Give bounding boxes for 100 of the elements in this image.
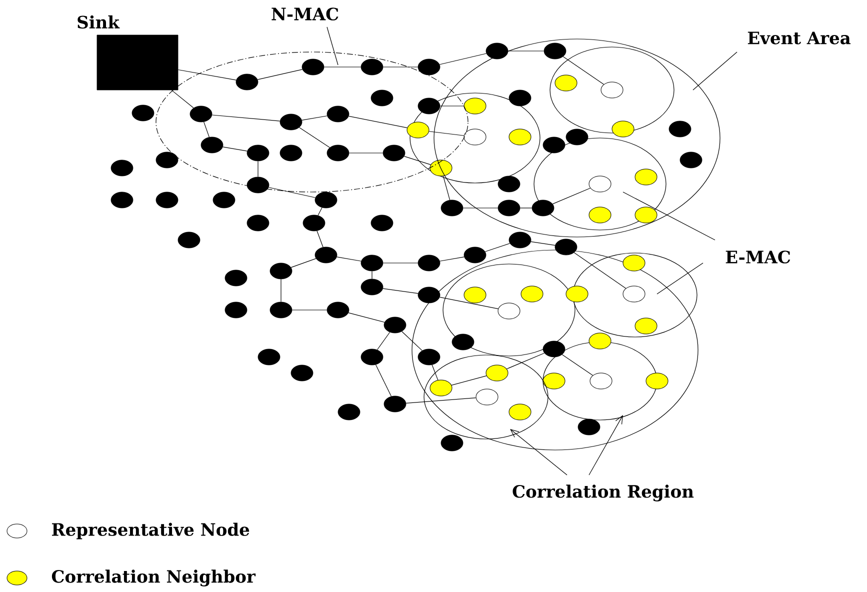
sensor-dot xyxy=(326,144,350,162)
neighbor-dot xyxy=(464,98,486,114)
sensor-dot xyxy=(302,214,326,232)
sensor-dot xyxy=(360,348,384,366)
sensor-dot xyxy=(132,104,154,122)
neighbor-dot xyxy=(508,404,532,420)
sensor-dot xyxy=(290,364,314,382)
neighbor-dot xyxy=(508,128,532,146)
sensor-dot xyxy=(542,136,566,154)
link-line xyxy=(222,146,248,152)
sensor-dot xyxy=(418,58,440,76)
sensor-dot xyxy=(360,278,384,296)
link-line xyxy=(484,243,510,252)
sensor-dot xyxy=(418,348,440,366)
link-line xyxy=(171,90,194,108)
sensor-dot xyxy=(326,302,350,318)
sensor-dot xyxy=(440,200,464,216)
link-line xyxy=(406,398,476,404)
link-line xyxy=(375,364,392,397)
sensor-dot xyxy=(498,176,520,192)
region-label: Correlation Region xyxy=(512,484,694,502)
sensor-dot xyxy=(110,160,134,176)
neighbor-dot xyxy=(588,332,612,350)
neighbor-dot xyxy=(634,168,658,186)
link-line xyxy=(268,187,316,198)
link-line xyxy=(432,364,438,380)
representative-dot xyxy=(590,372,612,390)
sensor-dot xyxy=(578,418,600,436)
link-line xyxy=(439,53,487,65)
neighbor-dot xyxy=(542,372,566,390)
sensor-dot xyxy=(532,200,554,216)
link-line xyxy=(442,176,450,200)
sensor-dot xyxy=(384,396,406,412)
link-line xyxy=(382,66,418,68)
neighbor-dot xyxy=(634,206,658,224)
sensor-dot xyxy=(246,176,270,194)
sensor-dot xyxy=(566,128,588,146)
sensor-dot xyxy=(384,316,406,334)
legend-label: Correlation Neighbor xyxy=(52,570,256,586)
representative-dot xyxy=(498,302,520,320)
sensor-dot xyxy=(236,74,258,90)
sensor-dot xyxy=(370,90,394,106)
representative-dot xyxy=(622,286,646,302)
neighbor-dot xyxy=(554,74,578,92)
link-line xyxy=(257,69,303,80)
sensor-dot xyxy=(246,144,270,162)
link-line xyxy=(316,230,324,248)
leader-arrow xyxy=(510,429,568,476)
link-line xyxy=(336,256,362,262)
sensor-dot xyxy=(302,58,324,76)
sensor-dot xyxy=(440,434,464,452)
sensor-dot xyxy=(418,286,440,304)
sensor-dot xyxy=(370,214,394,232)
sensor-dot xyxy=(508,90,532,106)
neighbor-dot xyxy=(612,120,634,138)
neighbor-dot xyxy=(588,206,612,224)
neighbor-dot xyxy=(464,286,486,304)
sensor-dot xyxy=(314,246,338,264)
link-line xyxy=(299,127,330,148)
link-line xyxy=(562,354,594,376)
sensor-dot xyxy=(338,404,360,420)
sensor-dot xyxy=(110,192,134,208)
sensor-dot xyxy=(668,120,692,138)
representative-dot xyxy=(476,388,498,406)
neighbor-dot xyxy=(486,364,508,382)
neighbor-dot xyxy=(520,286,544,302)
neighbor-dot xyxy=(430,380,452,396)
sensor-dot xyxy=(156,192,178,208)
link-line xyxy=(178,69,236,80)
region-label: E-MAC xyxy=(726,250,790,264)
neighbor-dot xyxy=(406,122,430,138)
sensor-dot xyxy=(498,200,520,216)
sensor-dot xyxy=(280,114,302,130)
link-line xyxy=(348,152,384,154)
leader-line xyxy=(326,26,338,66)
link-line xyxy=(204,122,210,138)
link-line xyxy=(508,50,544,52)
link-line xyxy=(506,352,545,370)
link-line xyxy=(318,207,322,216)
sensor-dot xyxy=(246,214,270,232)
link-line xyxy=(530,241,556,246)
neighbor-dot xyxy=(430,160,452,176)
representative-dot xyxy=(464,128,486,146)
link-line xyxy=(382,288,418,294)
sensor-dot xyxy=(190,106,212,122)
sensor-dot xyxy=(270,262,292,280)
link-line xyxy=(402,331,422,351)
neighbor-dot xyxy=(622,254,646,272)
link-line xyxy=(552,188,591,204)
leader-line xyxy=(622,192,716,240)
sensor-dot xyxy=(224,302,248,318)
sensor-dot xyxy=(212,192,236,208)
sensor-dot xyxy=(486,42,508,60)
sensor-dot xyxy=(418,254,440,272)
sensor-dot xyxy=(554,238,578,256)
sensor-dot xyxy=(360,58,384,76)
sensor-dot xyxy=(680,152,702,168)
sensor-dot xyxy=(360,254,384,272)
leader-arrow xyxy=(588,415,623,476)
link-line xyxy=(212,114,280,122)
